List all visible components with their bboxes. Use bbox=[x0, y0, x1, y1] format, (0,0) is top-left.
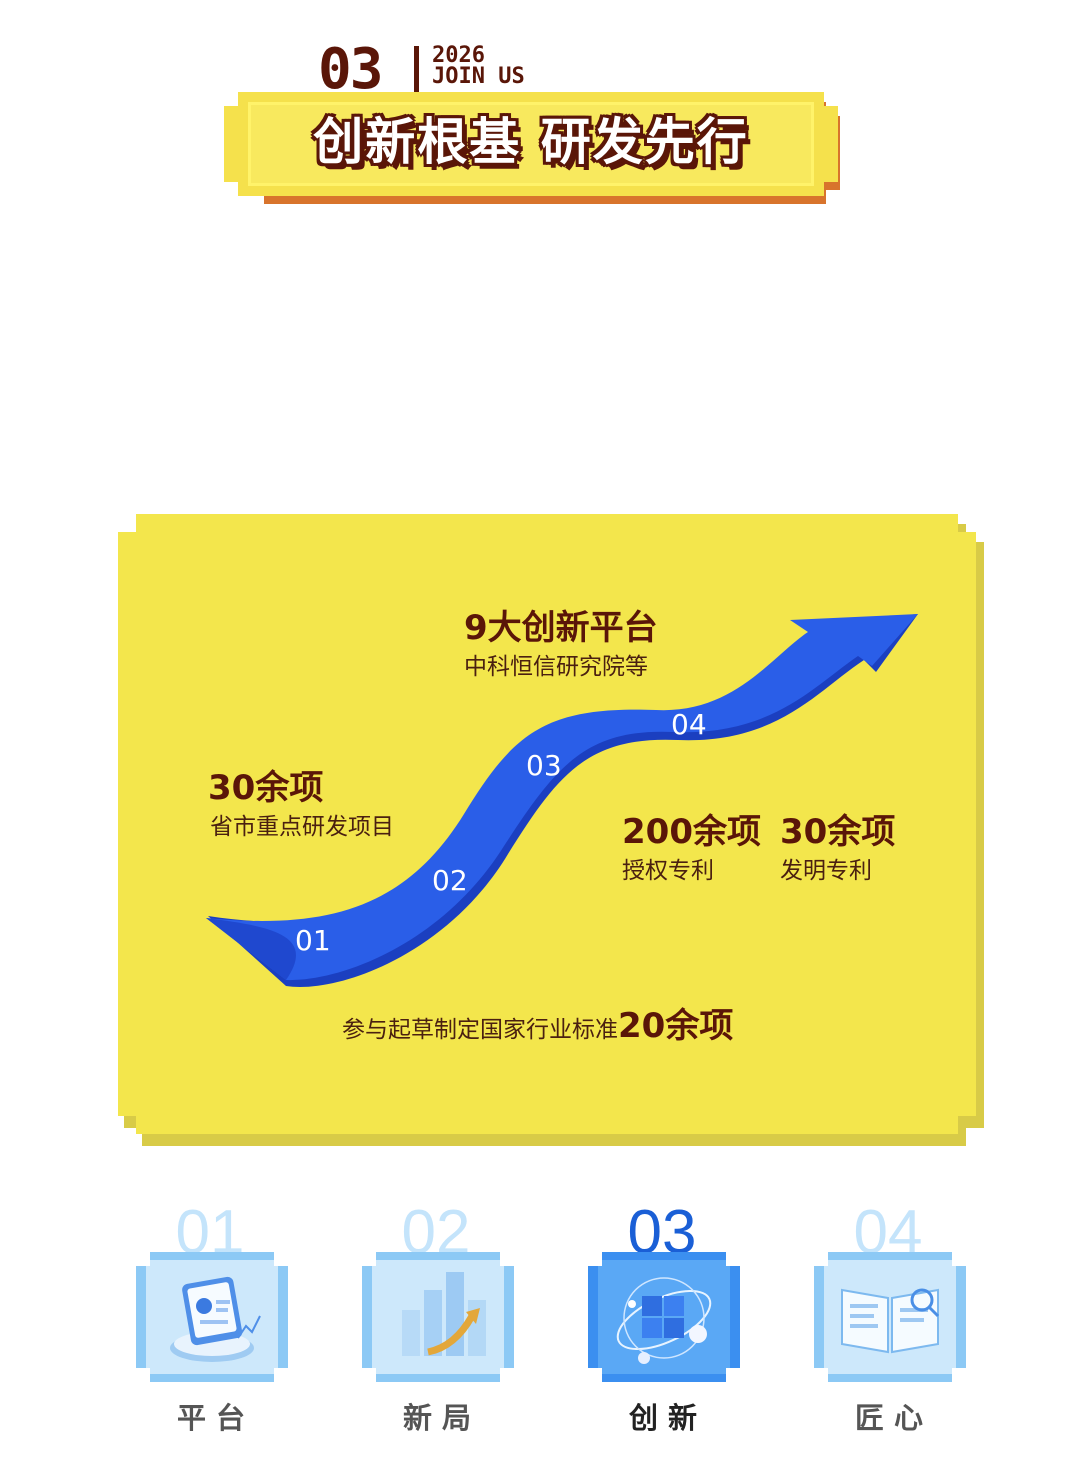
page-title: 创新根基 研发先行 bbox=[313, 113, 749, 171]
nav-label: 平台 bbox=[176, 1401, 255, 1435]
stat-inventions-desc: 发明专利 bbox=[780, 858, 872, 884]
stat-inventions-value: 30余项 bbox=[780, 812, 896, 852]
nav-item-innovation[interactable]: 03 创新 bbox=[582, 1200, 742, 1450]
nav-item-new-layout[interactable]: 02 新局 bbox=[356, 1200, 516, 1450]
open-book-icon bbox=[824, 1260, 956, 1374]
title-banner: 创新根基 研发先行 bbox=[224, 92, 840, 204]
path-step-02: 02 bbox=[432, 864, 468, 897]
growth-arrow-graphic bbox=[206, 614, 918, 987]
stat-projects-desc: 省市重点研发项目 bbox=[210, 814, 394, 840]
nav-label: 创新 bbox=[628, 1401, 707, 1435]
growth-bars-icon bbox=[372, 1260, 504, 1374]
standards-value: 20余项 bbox=[618, 1006, 734, 1046]
path-step-04: 04 bbox=[671, 708, 707, 741]
section-number: 03 bbox=[318, 37, 383, 102]
clipboard-chart-icon bbox=[146, 1260, 278, 1374]
cube-orbit-icon bbox=[598, 1260, 730, 1374]
standards-text: 参与起草制定国家行业标准 bbox=[342, 1017, 618, 1043]
stat-patents-value: 200余项 bbox=[622, 812, 761, 852]
nav-label: 新局 bbox=[402, 1401, 481, 1435]
section-join-label: JOIN US bbox=[432, 64, 525, 89]
nav-item-platform[interactable]: 01 平台 bbox=[130, 1200, 290, 1450]
stat-platforms-value: 9大创新平台 bbox=[464, 608, 658, 648]
stat-patents-desc: 授权专利 bbox=[622, 858, 714, 884]
innovation-card: 01 02 03 04 bbox=[118, 514, 984, 1146]
growth-arrow bbox=[206, 614, 918, 981]
stat-projects-value: 30余项 bbox=[208, 768, 324, 808]
path-step-03: 03 bbox=[526, 749, 562, 782]
section-divider bbox=[414, 46, 419, 92]
path-step-01: 01 bbox=[295, 924, 331, 957]
standards-stat: 参与起草制定国家行业标准20余项 bbox=[342, 998, 733, 1047]
stat-platforms-desc: 中科恒信研究院等 bbox=[464, 654, 648, 680]
nav-item-craftsmanship[interactable]: 04 匠心 bbox=[808, 1200, 968, 1450]
section-year: 2026 bbox=[432, 43, 485, 68]
nav-label: 匠心 bbox=[854, 1401, 933, 1435]
